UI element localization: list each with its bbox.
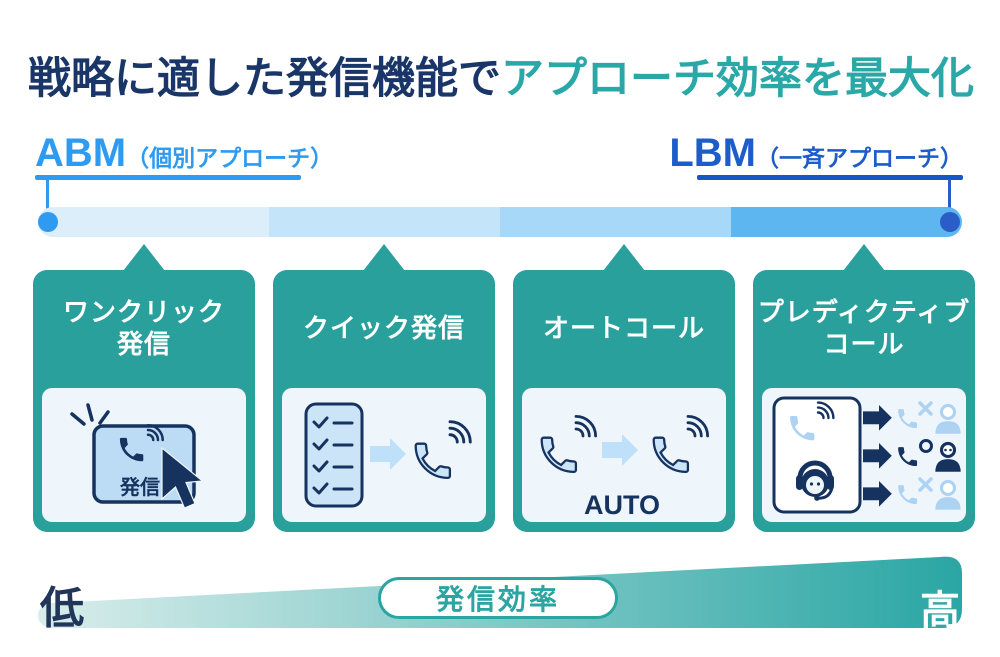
lbm-abbr: LBM (669, 131, 756, 175)
auto-caption: AUTO (584, 490, 660, 520)
abm-note: （個別アプローチ） (126, 145, 334, 171)
efficiency-pill-label: 発信効率 (435, 584, 560, 615)
abm-abbr: ABM (35, 131, 127, 175)
card-icon-panel (762, 388, 966, 522)
lbm-connector-line (948, 179, 951, 214)
efficiency-pill: 発信効率 (378, 577, 618, 619)
page-title: 戦略に適した発信機能でアプローチ効率を最大化 (28, 44, 974, 106)
feature-card-quick-dial: クイック発信 (273, 244, 495, 532)
feature-card-auto-call: オートコール AUTO (513, 244, 735, 532)
dial-button-label: 発信 (119, 475, 160, 499)
abm-label: ABM（個別アプローチ） (35, 131, 333, 176)
spectrum-segment-3 (500, 207, 731, 237)
lbm-endpoint-dot (940, 212, 960, 232)
card-title: クイック発信 (302, 312, 465, 343)
efficiency-high-label: 高 (920, 589, 960, 633)
page-title-navy: 戦略に適した発信機能で (28, 55, 501, 103)
card-pointer-up-icon (363, 244, 405, 271)
card-pointer-up-icon (603, 244, 645, 271)
lbm-underline (697, 175, 963, 180)
spectrum-segment-4 (731, 207, 962, 237)
lbm-label: LBM（一斉アプローチ） (669, 131, 963, 176)
card-pointer-up-icon (123, 244, 165, 271)
feature-card-predictive-call: プレディクティブ コール (753, 244, 975, 532)
quick-dial-icon (304, 402, 472, 508)
lbm-note: （一斉アプローチ） (756, 145, 963, 171)
card-icon-panel (282, 388, 486, 522)
abm-connector-line (46, 179, 49, 214)
feature-card-one-click-dial: ワンクリック 発信 発信 (33, 244, 255, 532)
abm-endpoint-dot (38, 212, 58, 232)
abm-underline (35, 175, 301, 180)
card-icon-panel: AUTO (522, 388, 726, 522)
predictive-call-icon (772, 396, 961, 514)
one-click-dial-icon: 発信 (70, 403, 204, 509)
approach-spectrum-bar (38, 207, 962, 237)
card-title: プレディクティブ コール (757, 296, 971, 360)
efficiency-low-label: 低 (40, 584, 84, 633)
card-icon-panel: 発信 (42, 388, 246, 522)
card-pointer-up-icon (843, 244, 885, 271)
card-title: オートコール (542, 312, 705, 343)
spectrum-segment-2 (269, 207, 500, 237)
page-title-teal: アプローチ効率を最大化 (501, 55, 974, 103)
spectrum-segment-1 (38, 207, 269, 237)
card-title: ワンクリック 発信 (62, 296, 225, 360)
auto-call-icon: AUTO (540, 414, 709, 520)
